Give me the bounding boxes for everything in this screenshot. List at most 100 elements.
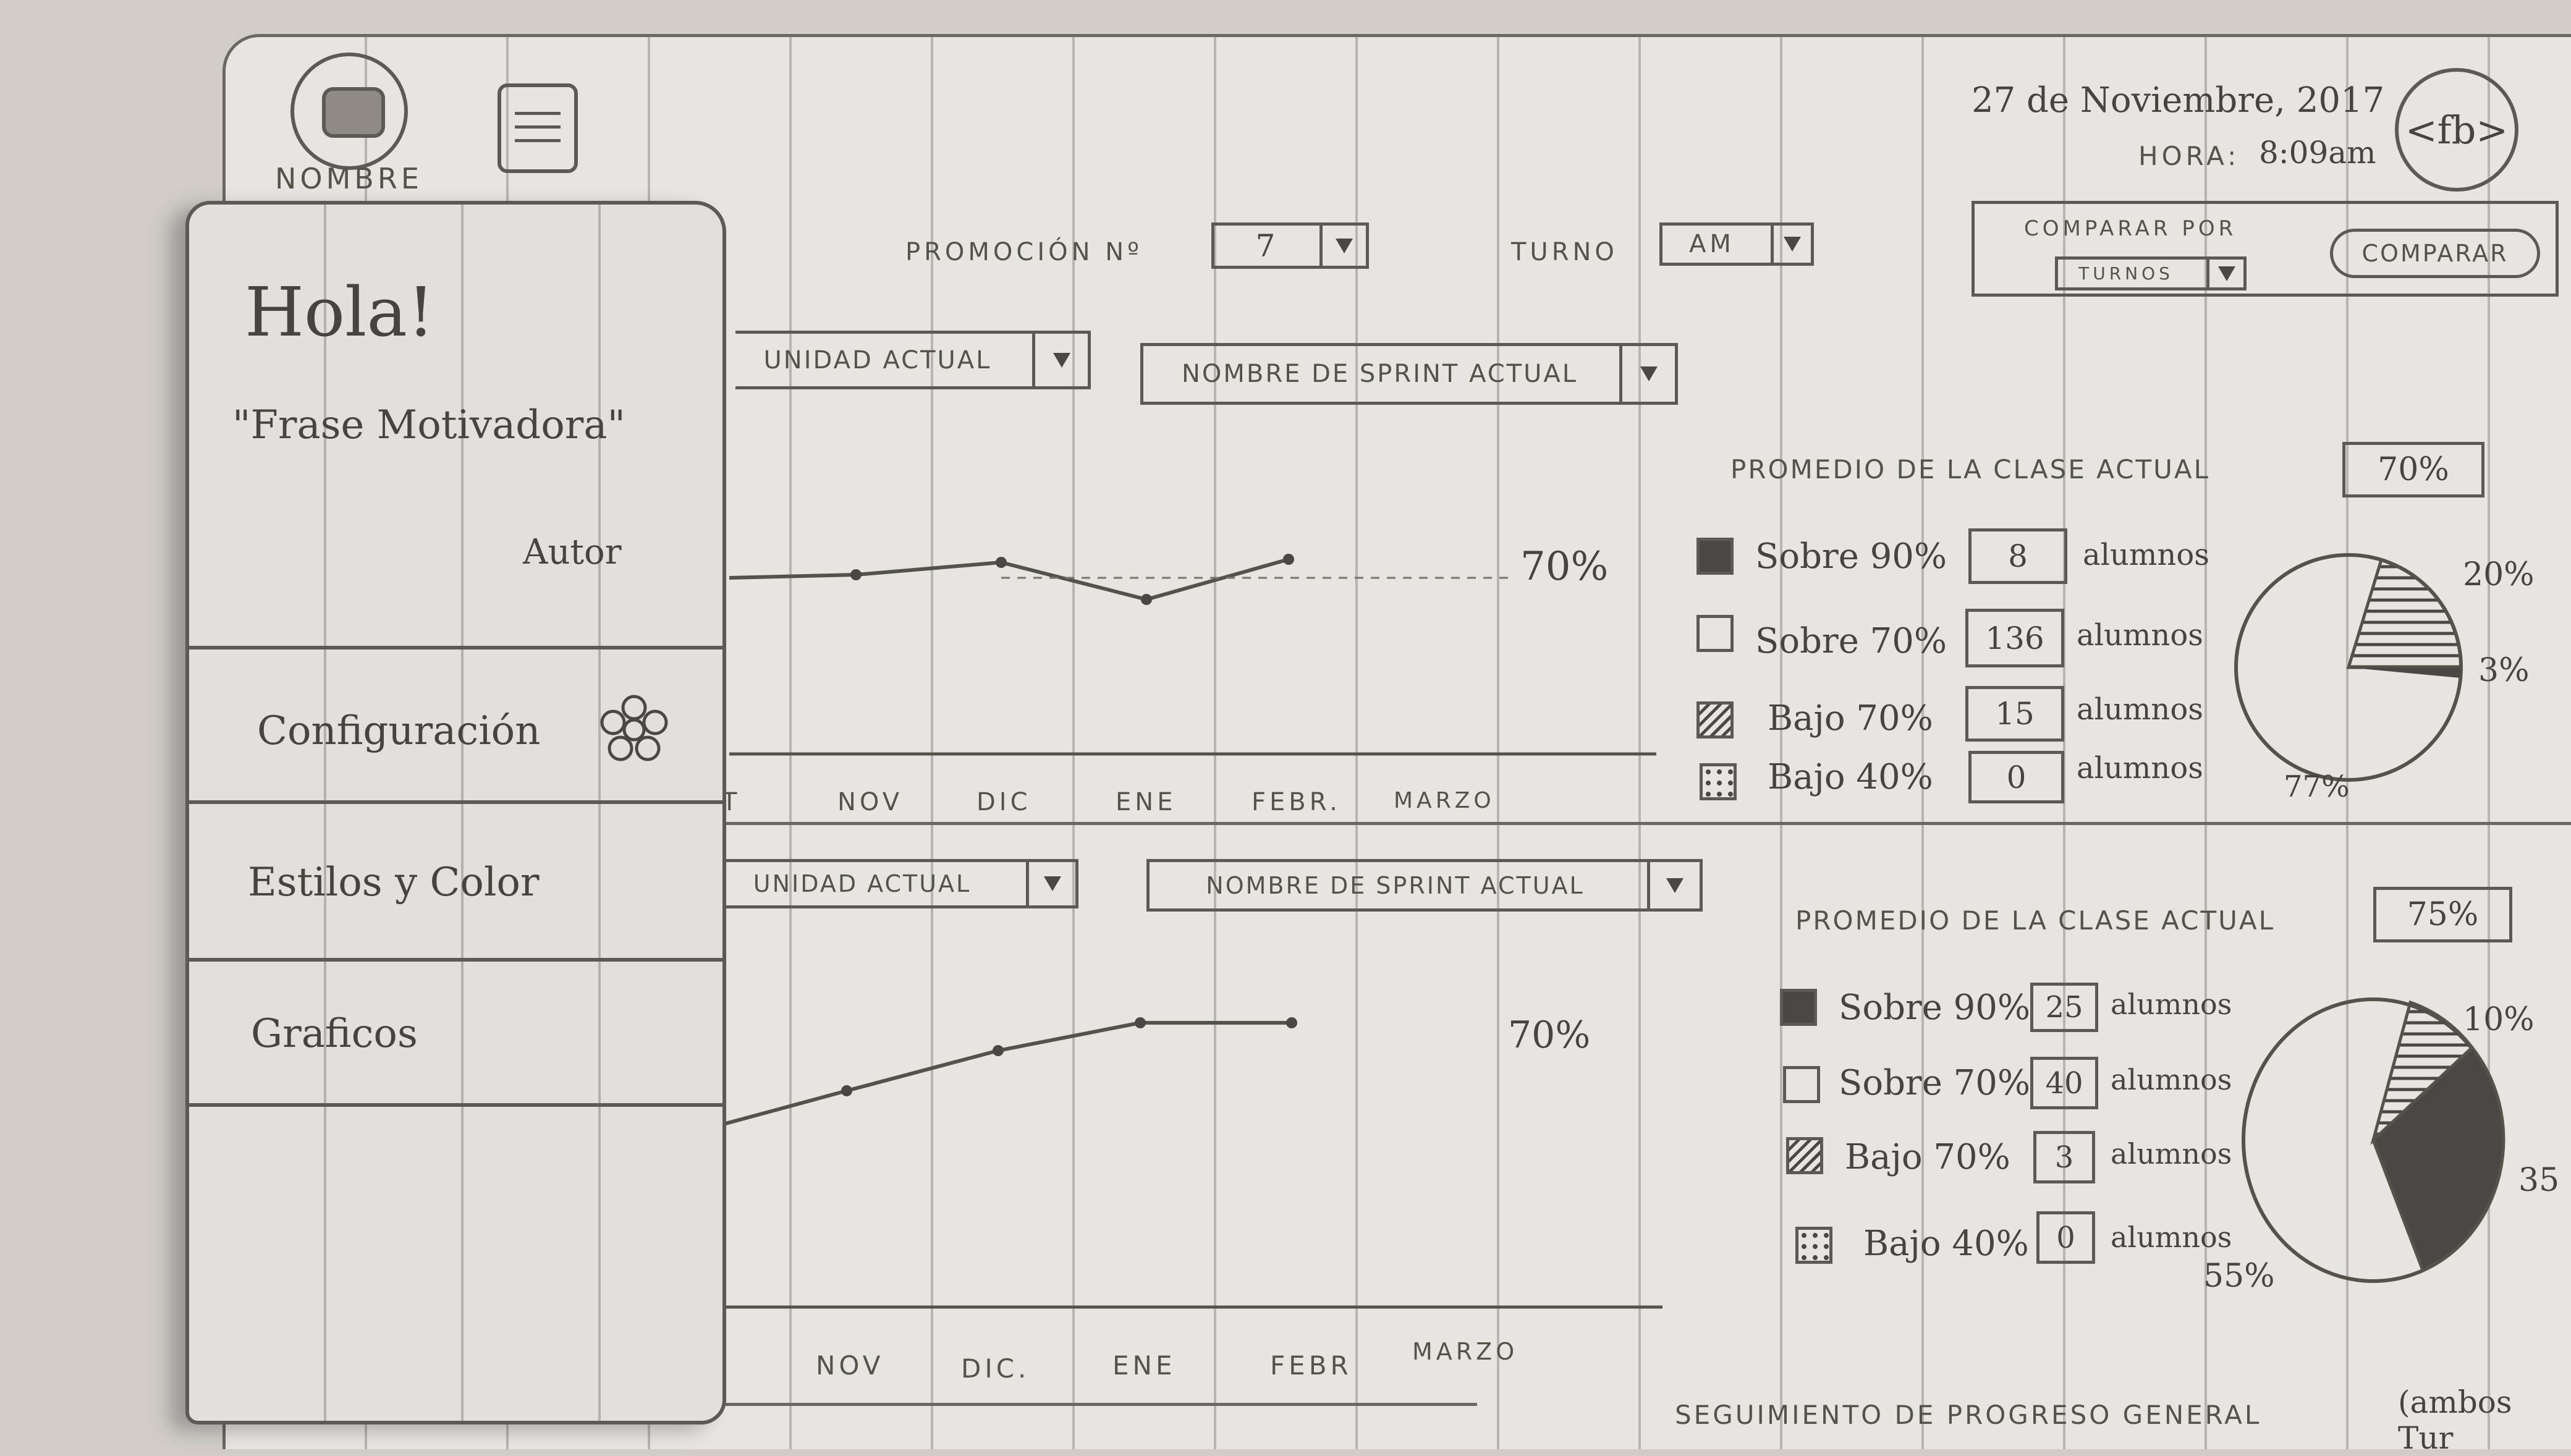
- side-drawer: Hola! "Frase Motivadora" Autor Configura…: [185, 201, 726, 1424]
- legend-swatch-1-1: [1696, 615, 1734, 652]
- line-chart-1: [729, 554, 1656, 756]
- legend-unit-2-0: alumnos: [2111, 988, 2232, 1021]
- comparar-por-value: TURNOS: [2078, 263, 2174, 284]
- divider-footer: [705, 1403, 1477, 1406]
- point-1-febr: [1283, 554, 1294, 565]
- point-1-ene: [1141, 594, 1152, 605]
- series-line-2: [698, 1021, 1292, 1133]
- legend-count-1-1: 136: [1965, 609, 2064, 667]
- chevron-down-icon: [1053, 352, 1070, 368]
- month-label: FEBR.: [1252, 788, 1341, 816]
- current-date: 27 de Noviembre, 2017: [1972, 80, 2385, 121]
- turno-label: TURNO: [1511, 238, 1618, 266]
- greeting: Hola!: [245, 273, 435, 352]
- legend-count-1-0: 8: [1968, 528, 2067, 584]
- turno-select[interactable]: AM: [1659, 222, 1814, 266]
- sprint-select-2[interactable]: NOMBRE DE SPRINT ACTUAL: [1146, 859, 1703, 912]
- promedio-label-2: PROMEDIO DE LA CLASE ACTUAL: [1795, 905, 2275, 936]
- chevron-down-icon: [1784, 237, 1801, 252]
- legend-swatch-2-0: [1780, 989, 1817, 1026]
- pie-label-2-2: 55%: [2203, 1258, 2275, 1295]
- sprint-select-1[interactable]: NOMBRE DE SPRINT ACTUAL: [1140, 343, 1678, 405]
- legend-unit-2-3: alumnos: [2111, 1221, 2232, 1254]
- chevron-down-icon: [1666, 878, 1684, 893]
- sprint-label-2: NOMBRE DE SPRINT ACTUAL: [1206, 871, 1585, 899]
- sprint-label-1: NOMBRE DE SPRINT ACTUAL: [1181, 360, 1578, 388]
- pie-label-2-1: 35: [2518, 1162, 2560, 1199]
- chevron-down-icon: [2217, 266, 2235, 281]
- pie-slice-1-3: [2349, 667, 2461, 678]
- gear-icon: [600, 695, 668, 761]
- user-name: NOMBRE: [275, 162, 423, 195]
- avatar-icon: [322, 87, 385, 138]
- line-chart-2: [698, 1017, 1662, 1309]
- pie-chart-2: [2242, 997, 2505, 1283]
- menu-icon[interactable]: [498, 83, 578, 173]
- unidad-select-2[interactable]: UNIDAD ACTUAL: [711, 859, 1078, 908]
- unidad-select-1[interactable]: UNIDAD ACTUAL: [735, 331, 1091, 389]
- app-logo[interactable]: <fb>: [2395, 68, 2518, 192]
- month-label: ENE: [1116, 788, 1177, 816]
- pie-slice-1-20: [2346, 557, 2463, 669]
- pie-slice-2-10: [2370, 1000, 2475, 1145]
- drawer-item-configuracion[interactable]: Configuración: [189, 650, 722, 804]
- legend-swatch-2-3: [1795, 1227, 1832, 1264]
- promocion-select[interactable]: 7: [1211, 222, 1369, 269]
- promedio-value-1: 70%: [2342, 442, 2484, 497]
- point-2-febr: [1286, 1017, 1297, 1028]
- hora-label: HORA:: [2138, 141, 2240, 171]
- legend-count-1-2: 15: [1965, 686, 2064, 742]
- pie-label-2-0: 10%: [2463, 1001, 2535, 1038]
- point-1-dic: [996, 557, 1007, 568]
- avatar[interactable]: [290, 53, 408, 170]
- month-label: FEBR: [1270, 1350, 1352, 1381]
- unidad-label-2: UNIDAD ACTUAL: [753, 870, 972, 897]
- comparar-button[interactable]: COMPARAR: [2330, 229, 2540, 278]
- ref-label-2: 70%: [1508, 1014, 1591, 1057]
- drawer-item-label: Estilos y Color: [248, 860, 540, 905]
- quote-author: Autor: [523, 532, 622, 572]
- chevron-down-icon: [1043, 876, 1061, 891]
- legend-count-2-1: 40: [2030, 1057, 2098, 1109]
- legend-swatch-1-3: [1700, 763, 1737, 800]
- drawer-item-estilos[interactable]: Estilos y Color: [189, 804, 722, 962]
- comparar-panel: COMPARAR POR TURNOS: [1972, 201, 2559, 297]
- legend-label-2-2: Bajo 70%: [1845, 1137, 2010, 1177]
- point-2-dic: [993, 1045, 1004, 1056]
- legend-unit-2-2: alumnos: [2111, 1137, 2232, 1170]
- legend-count-2-0: 25: [2030, 983, 2098, 1032]
- legend-label-1-0: Sobre 90%: [1755, 536, 1947, 577]
- promocion-value: 7: [1255, 227, 1276, 264]
- legend-swatch-1-2: [1696, 701, 1734, 739]
- ref-label-1: 70%: [1520, 544, 1609, 590]
- pie-label-1-0: 20%: [2463, 556, 2535, 593]
- legend-swatch-1-0: [1696, 538, 1734, 575]
- motivational-quote: "Frase Motivadora": [232, 402, 625, 448]
- pie-chart-1: [2234, 553, 2463, 782]
- pie-slice-2-35: [2371, 1045, 2505, 1272]
- legend-unit-1-2: alumnos: [2077, 692, 2203, 727]
- legend-swatch-2-2: [1786, 1137, 1823, 1174]
- promocion-label: PROMOCIÓN Nº: [905, 238, 1143, 266]
- pie-label-1-2: 77%: [2284, 769, 2350, 804]
- pie-label-1-1: 3%: [2478, 652, 2530, 689]
- point-1-nov: [850, 569, 862, 580]
- month-label: NOV: [816, 1350, 884, 1381]
- legend-label-2-0: Sobre 90%: [1839, 988, 2031, 1028]
- drawer-item-label: Graficos: [251, 1011, 418, 1057]
- comparar-por-select[interactable]: TURNOS: [2055, 256, 2247, 290]
- drawer-item-label: Configuración: [257, 708, 541, 754]
- legend-unit-1-0: alumnos: [2083, 538, 2209, 572]
- month-label: MARZO: [1394, 788, 1495, 813]
- month-label: ENE: [1112, 1350, 1176, 1381]
- legend-count-1-3: 0: [1968, 751, 2064, 803]
- legend-label-1-2: Bajo 70%: [1768, 698, 1933, 739]
- unidad-label-1: UNIDAD ACTUAL: [763, 345, 992, 375]
- point-2-nov: [841, 1085, 852, 1096]
- legend-unit-1-3: alumnos: [2077, 751, 2203, 785]
- legend-label-2-1: Sobre 70%: [1839, 1063, 2031, 1103]
- legend-label-1-1: Sobre 70%: [1755, 621, 1947, 661]
- chevron-down-icon: [1336, 238, 1353, 253]
- hora-value: 8:09am: [2259, 135, 2376, 171]
- drawer-item-graficos[interactable]: Graficos: [189, 962, 722, 1107]
